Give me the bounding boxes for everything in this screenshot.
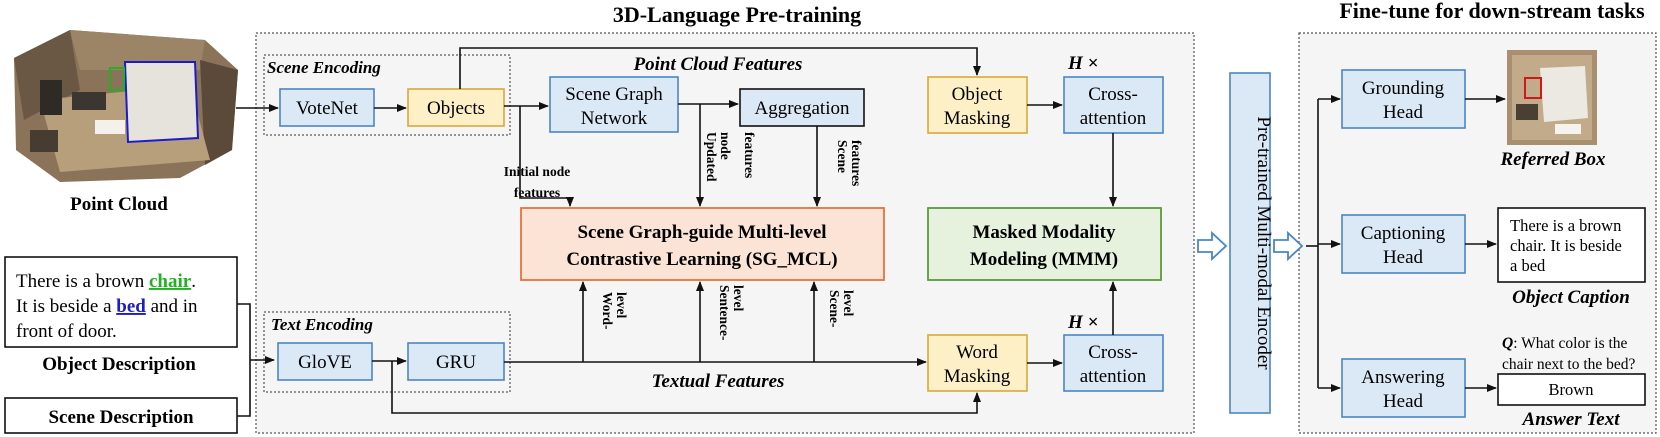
point-cloud-features-label: Point Cloud Features <box>633 54 803 75</box>
object-masking-box <box>927 76 1028 134</box>
block-arrow-to-finetune <box>1273 230 1304 262</box>
cross-attention-bottom-box <box>1063 334 1164 392</box>
glove-box <box>277 342 373 381</box>
point-cloud-label: Point Cloud <box>70 194 168 215</box>
answering-line2: Head <box>1383 391 1424 412</box>
question-line2: chair next to the bed? <box>1502 356 1636 373</box>
point-cloud-image <box>14 30 238 182</box>
answering-head-box <box>1341 358 1466 418</box>
sgn-line2: Network <box>581 108 648 129</box>
cross-attention-bottom-line1: Cross- <box>1088 342 1138 363</box>
sentence-level-label: Sentence- level <box>717 285 746 340</box>
svg-text:Word-: Word- <box>600 292 615 330</box>
grounding-line2: Head <box>1383 102 1424 123</box>
objects-box <box>407 88 505 127</box>
captioning-line2: Head <box>1383 247 1424 268</box>
aggregation-label: Aggregation <box>755 98 850 119</box>
scene-encoding-label: Scene Encoding <box>267 58 381 77</box>
sgmcl-line1: Scene Graph-guide Multi-level <box>577 222 826 243</box>
sg-mcl-box <box>520 207 885 281</box>
scene-description-box <box>4 397 238 434</box>
answer-value: Brown <box>1549 380 1594 399</box>
object-caption-label: Object Caption <box>1512 287 1630 308</box>
mmm-line1: Masked Modality <box>972 222 1116 243</box>
text-encoding-frame <box>263 311 511 393</box>
connectors <box>236 47 1506 414</box>
answer-text-label: Answer Text <box>1522 409 1621 430</box>
svg-text:node: node <box>718 132 733 160</box>
cross-attention-top-line1: Cross- <box>1088 84 1138 105</box>
sgn-line1: Scene Graph <box>565 84 663 105</box>
svg-text:level: level <box>841 290 856 316</box>
word-level-label: Word- level <box>600 292 629 330</box>
object-description-line2: It is beside a bed and in <box>16 296 198 317</box>
scene-level-label: Scene- level <box>827 290 856 328</box>
object-description-line1: There is a brown chair. <box>16 271 196 292</box>
captioning-line1: Captioning <box>1361 223 1446 244</box>
word-masking-box <box>927 334 1028 392</box>
text-encoding-label: Text Encoding <box>271 315 373 334</box>
captioning-head-box <box>1341 214 1466 274</box>
svg-text:features: features <box>742 132 757 178</box>
svg-text:level: level <box>614 292 629 318</box>
svg-text:features: features <box>849 140 864 186</box>
h-times-top: H × <box>1067 53 1098 74</box>
scene-graph-network-box <box>549 76 679 133</box>
objects-label: Objects <box>427 98 485 119</box>
svg-text:Scene-: Scene- <box>827 290 842 328</box>
word-masking-line1: Word <box>956 342 998 363</box>
initial-node-label-2: features <box>514 185 560 200</box>
sgmcl-line2: Contrastive Learning (SG_MCL) <box>566 249 837 270</box>
word-masking-line2: Masking <box>944 366 1011 387</box>
object-masking-line1: Object <box>952 84 1003 105</box>
updated-node-features-label-2: features <box>742 132 757 178</box>
mmm-line2: Modeling (MMM) <box>970 249 1118 270</box>
gru-label: GRU <box>436 352 476 373</box>
svg-text:level: level <box>731 285 746 311</box>
h-times-bottom: H × <box>1067 312 1098 333</box>
svg-text:Updated: Updated <box>704 132 719 182</box>
votenet-label: VoteNet <box>296 98 359 119</box>
referred-box-image <box>1507 50 1597 145</box>
svg-text:Sentence-: Sentence- <box>717 285 732 340</box>
initial-node-label-1: Initial node <box>504 164 570 179</box>
caption-line2: chair. It is beside <box>1510 236 1622 255</box>
scene-description-label: Scene Description <box>48 407 194 428</box>
svg-text:Scene: Scene <box>835 140 850 173</box>
grounding-head-box <box>1341 69 1466 129</box>
block-arrow-to-encoder <box>1197 230 1228 262</box>
question-line1: Q: What color is the <box>1502 335 1628 352</box>
aggregation-box <box>739 88 865 127</box>
object-caption-box <box>1497 207 1646 283</box>
object-masking-line2: Masking <box>944 108 1011 129</box>
glove-label: GloVE <box>298 352 352 373</box>
answer-box <box>1497 373 1646 406</box>
object-description-box <box>4 256 238 348</box>
scene-features-label: Scene features <box>835 140 864 186</box>
caption-line3: a bed <box>1510 256 1546 275</box>
referred-box-label: Referred Box <box>1499 149 1606 170</box>
mmm-box <box>927 207 1162 281</box>
pretraining-title: 3D-Language Pre-training <box>613 2 861 27</box>
cross-attention-top-box <box>1063 76 1164 134</box>
grounding-line1: Grounding <box>1362 78 1445 99</box>
multimodal-encoder-label: Pre-trained Multi-modal Encoder <box>1253 116 1274 370</box>
gru-box <box>407 342 505 381</box>
caption-line1: There is a brown <box>1510 216 1621 235</box>
cross-attention-top-line2: attention <box>1080 108 1147 129</box>
textual-features-label: Textual Features <box>652 371 785 392</box>
multimodal-encoder-box <box>1229 72 1271 414</box>
updated-node-features-label: Updated node <box>704 132 733 182</box>
cross-attention-bottom-line2: attention <box>1080 366 1147 387</box>
object-description-label: Object Description <box>42 354 196 375</box>
answering-line1: Answering <box>1361 367 1445 388</box>
finetune-title: Fine-tune for down-stream tasks <box>1339 0 1645 23</box>
scene-encoding-frame <box>263 54 511 136</box>
object-description-line3: front of door. <box>16 321 117 342</box>
